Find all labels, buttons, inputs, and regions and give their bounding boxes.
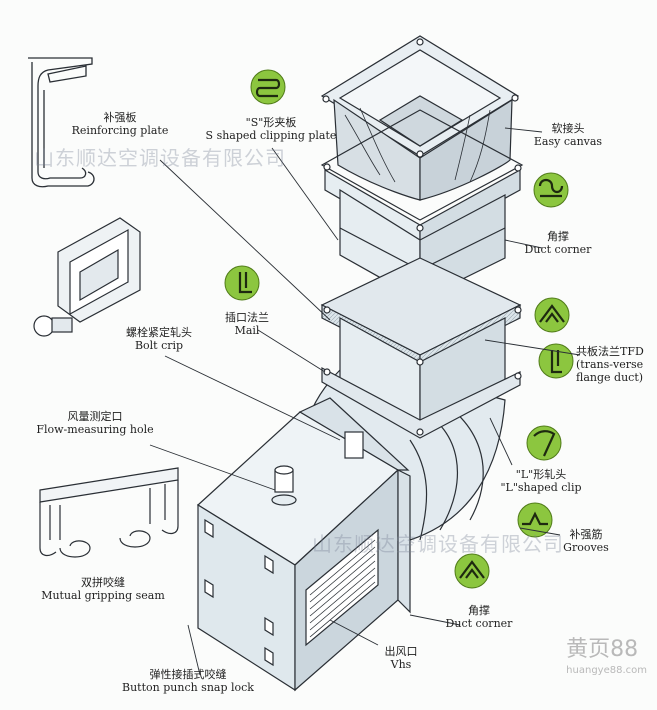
label-flow-hole: 风量测定口 Flow-measuring hole (36, 410, 154, 436)
label-grooves: 补强筋 Grooves (563, 528, 609, 554)
label-bolt-crip: 螺栓紧定轧头 Bolt crip (126, 326, 192, 352)
mail-icon (224, 265, 260, 301)
s-clip-icon (250, 69, 286, 105)
corner-icon (534, 297, 570, 333)
watermark-top: 山东顺达空调设备有限公司 (34, 146, 286, 170)
leader-lines (149, 127, 581, 676)
bolt-crip-detail (33, 217, 141, 337)
reinforcing-plate-detail (28, 57, 95, 188)
label-tfd: 共板法兰TFD (trans-verse flange duct) (576, 345, 644, 384)
label-l-clip: "L"形轧头 "L"shaped clip (500, 468, 582, 494)
label-reinforcing-plate: 补强板 Reinforcing plate (71, 111, 169, 137)
label-s-clip: "S"形夹板 S shaped clipping plate (205, 116, 337, 142)
label-mail: 插口法兰 Mail (225, 311, 269, 337)
canvas-icon (533, 172, 569, 208)
label-duct-corner-top: 角撑 Duct corner (524, 230, 592, 256)
label-duct-corner-bottom: 角撑 Duct corner (445, 604, 513, 630)
logo-text: 黄页88 (566, 637, 639, 662)
label-vhs: 出风口 Vhs (384, 645, 418, 671)
label-mutual-seam: 双拼咬缝 Mutual gripping seam (41, 576, 165, 602)
horizontal-duct (197, 397, 411, 692)
groove-icon (517, 502, 553, 538)
label-easy-canvas: 软接头 Easy canvas (533, 122, 603, 148)
logo-url: huangye88.com (566, 665, 647, 676)
mutual-seam-detail (39, 467, 179, 558)
l-clip-icon (526, 425, 562, 461)
vertical-duct (320, 35, 524, 439)
watermark-bottom: 山东顺达空调设备有限公司 (312, 532, 564, 556)
site-logo: 黄页88 huangye88.com (566, 631, 647, 676)
corner-bottom-icon (454, 553, 490, 589)
label-snap-lock: 弹性接插式咬缝 Button punch snap lock (122, 668, 254, 694)
